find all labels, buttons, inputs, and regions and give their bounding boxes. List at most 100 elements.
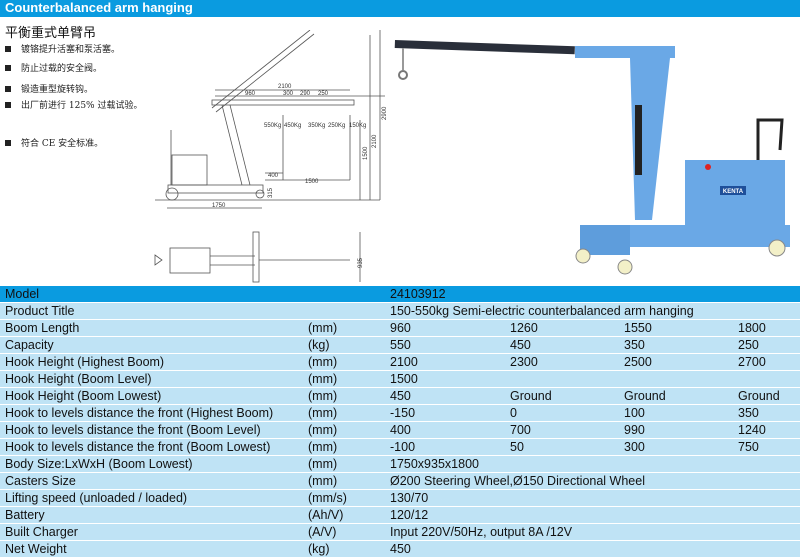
bullet-icon <box>5 139 11 146</box>
row-label: Hook Height (Boom Lowest) <box>5 389 162 403</box>
table-row: Hook Height (Boom Level) (mm) 1500 <box>0 371 800 388</box>
row-value: 1240 <box>738 423 766 437</box>
row-value: 1500 <box>390 372 418 386</box>
feature-text: 出厂前进行 125% 过载试验。 <box>21 101 143 111</box>
row-value: 2700 <box>738 355 766 369</box>
row-value: 750 <box>738 440 759 454</box>
table-row: Casters Size (mm) Ø200 Steering Wheel,Ø150… <box>0 473 800 490</box>
row-unit: (mm) <box>308 372 338 386</box>
table-row: Model 24103912 <box>0 286 800 303</box>
table-row: Built Charger(A/V)Input 220V/50Hz, outpu… <box>0 524 800 541</box>
dim-label: 290 <box>300 91 311 97</box>
row-value: 960 <box>390 321 411 335</box>
row-label: Casters Size <box>5 474 76 488</box>
row-label: Model <box>5 287 40 301</box>
row-unit: (mm) <box>308 389 338 403</box>
row-label: Built Charger <box>5 525 78 539</box>
crane-photo: KENTA <box>394 40 790 275</box>
dim-label: 1500 <box>305 179 319 185</box>
row-unit: (mm) <box>308 474 338 488</box>
row-label: Hook to levels distance the front (Boom … <box>5 440 271 454</box>
row-value: 350 <box>624 338 645 352</box>
row-unit: (mm) <box>308 440 338 454</box>
row-unit: (A/V) <box>308 525 337 539</box>
table-row: Hook to levels distance the front (Boom … <box>0 439 800 456</box>
dim-label: 1500 <box>363 146 369 160</box>
section-title: Counterbalanced arm hanging <box>0 0 800 17</box>
row-value: 450 <box>390 542 411 556</box>
row-value: 1260 <box>510 321 538 335</box>
dim-label: 935 <box>358 257 364 268</box>
row-unit: (mm) <box>308 406 338 420</box>
row-unit: (mm/s) <box>308 491 347 505</box>
row-label: Hook Height (Boom Level) <box>5 372 152 386</box>
row-value: 990 <box>624 423 645 437</box>
brand-name: KENTA <box>723 189 744 195</box>
dim-label: 1750 <box>212 203 226 209</box>
load-label: 250Kg <box>328 123 345 129</box>
row-value: 1550 <box>624 321 652 335</box>
row-unit: (mm) <box>308 355 338 369</box>
dim-label: 960 <box>245 91 256 97</box>
row-value: 350 <box>738 406 759 420</box>
load-label: 350Kg <box>308 123 325 129</box>
row-label: Hook to levels distance the front (Boom … <box>5 423 261 437</box>
row-label: Body Size:LxWxH (Boom Lowest) <box>5 457 193 471</box>
dim-label: 300 <box>283 91 294 97</box>
row-unit: (Ah/V) <box>308 508 344 522</box>
bullet-icon <box>5 101 11 108</box>
row-value: 24103912 <box>390 287 446 301</box>
table-row: Battery(Ah/V)120/12 <box>0 507 800 524</box>
row-value: 50 <box>510 440 524 454</box>
row-value: 120/12 <box>390 508 429 522</box>
row-value: 2100 <box>390 355 418 369</box>
row-value: -100 <box>390 440 416 454</box>
row-value: 130/70 <box>390 491 429 505</box>
feature-item: 防止过载的安全阀。 <box>5 61 102 74</box>
row-value: 400 <box>390 423 411 437</box>
row-label: Product Title <box>5 304 75 318</box>
feature-item: 锻造重型旋转钩。 <box>5 82 93 95</box>
load-label: 150Kg <box>349 123 366 129</box>
row-value: 150-550kg Semi-electric counterbalanced … <box>390 304 694 318</box>
dim-label: 2100 <box>278 84 292 90</box>
load-label: 450Kg <box>284 123 301 129</box>
row-value: Ø200 Steering Wheel,Ø150 Directional Whe… <box>390 474 645 488</box>
feature-text: 锻造重型旋转钩。 <box>21 85 94 95</box>
table-row: Hook to levels distance the front (Boom … <box>0 422 800 439</box>
row-label: Lifting speed (unloaded / loaded) <box>5 491 188 505</box>
feature-item: 出厂前进行 125% 过载试验。 <box>5 98 142 111</box>
bullet-icon <box>5 85 11 92</box>
row-value: 450 <box>390 389 411 403</box>
row-value: Ground <box>624 389 666 403</box>
feature-item: 符合 CE 安全标准。 <box>5 136 103 149</box>
table-row: Net Weight (kg) 450 <box>0 541 800 558</box>
table-row: Hook to levels distance the front (Highe… <box>0 405 800 422</box>
dim-label: 2900 <box>382 106 388 120</box>
row-value: 450 <box>510 338 531 352</box>
row-value: 300 <box>624 440 645 454</box>
dim-label: 400 <box>268 173 279 179</box>
dim-label: 315 <box>268 187 274 198</box>
row-unit: (mm) <box>308 321 338 335</box>
feature-text: 符合 CE 安全标准。 <box>21 139 104 149</box>
row-label: Net Weight <box>5 542 67 556</box>
row-value: 0 <box>510 406 517 420</box>
table-row: Lifting speed (unloaded / loaded) (mm/s) 1… <box>0 490 800 507</box>
row-value: -150 <box>390 406 416 420</box>
row-unit: (kg) <box>308 542 330 556</box>
row-value: Ground <box>738 389 780 403</box>
row-value: 550 <box>390 338 411 352</box>
row-value: 2300 <box>510 355 538 369</box>
table-row: Hook Height (Boom Lowest) (mm) 450 Ground Gr… <box>0 388 800 405</box>
row-value: 700 <box>510 423 531 437</box>
feature-text: 镀铬提升活塞和泵活塞。 <box>21 45 121 55</box>
bullet-icon <box>5 64 11 71</box>
feature-item: 镀铬提升活塞和泵活塞。 <box>5 42 120 55</box>
row-label: Hook to levels distance the front (Highe… <box>5 406 274 420</box>
dim-label: 250 <box>318 91 329 97</box>
